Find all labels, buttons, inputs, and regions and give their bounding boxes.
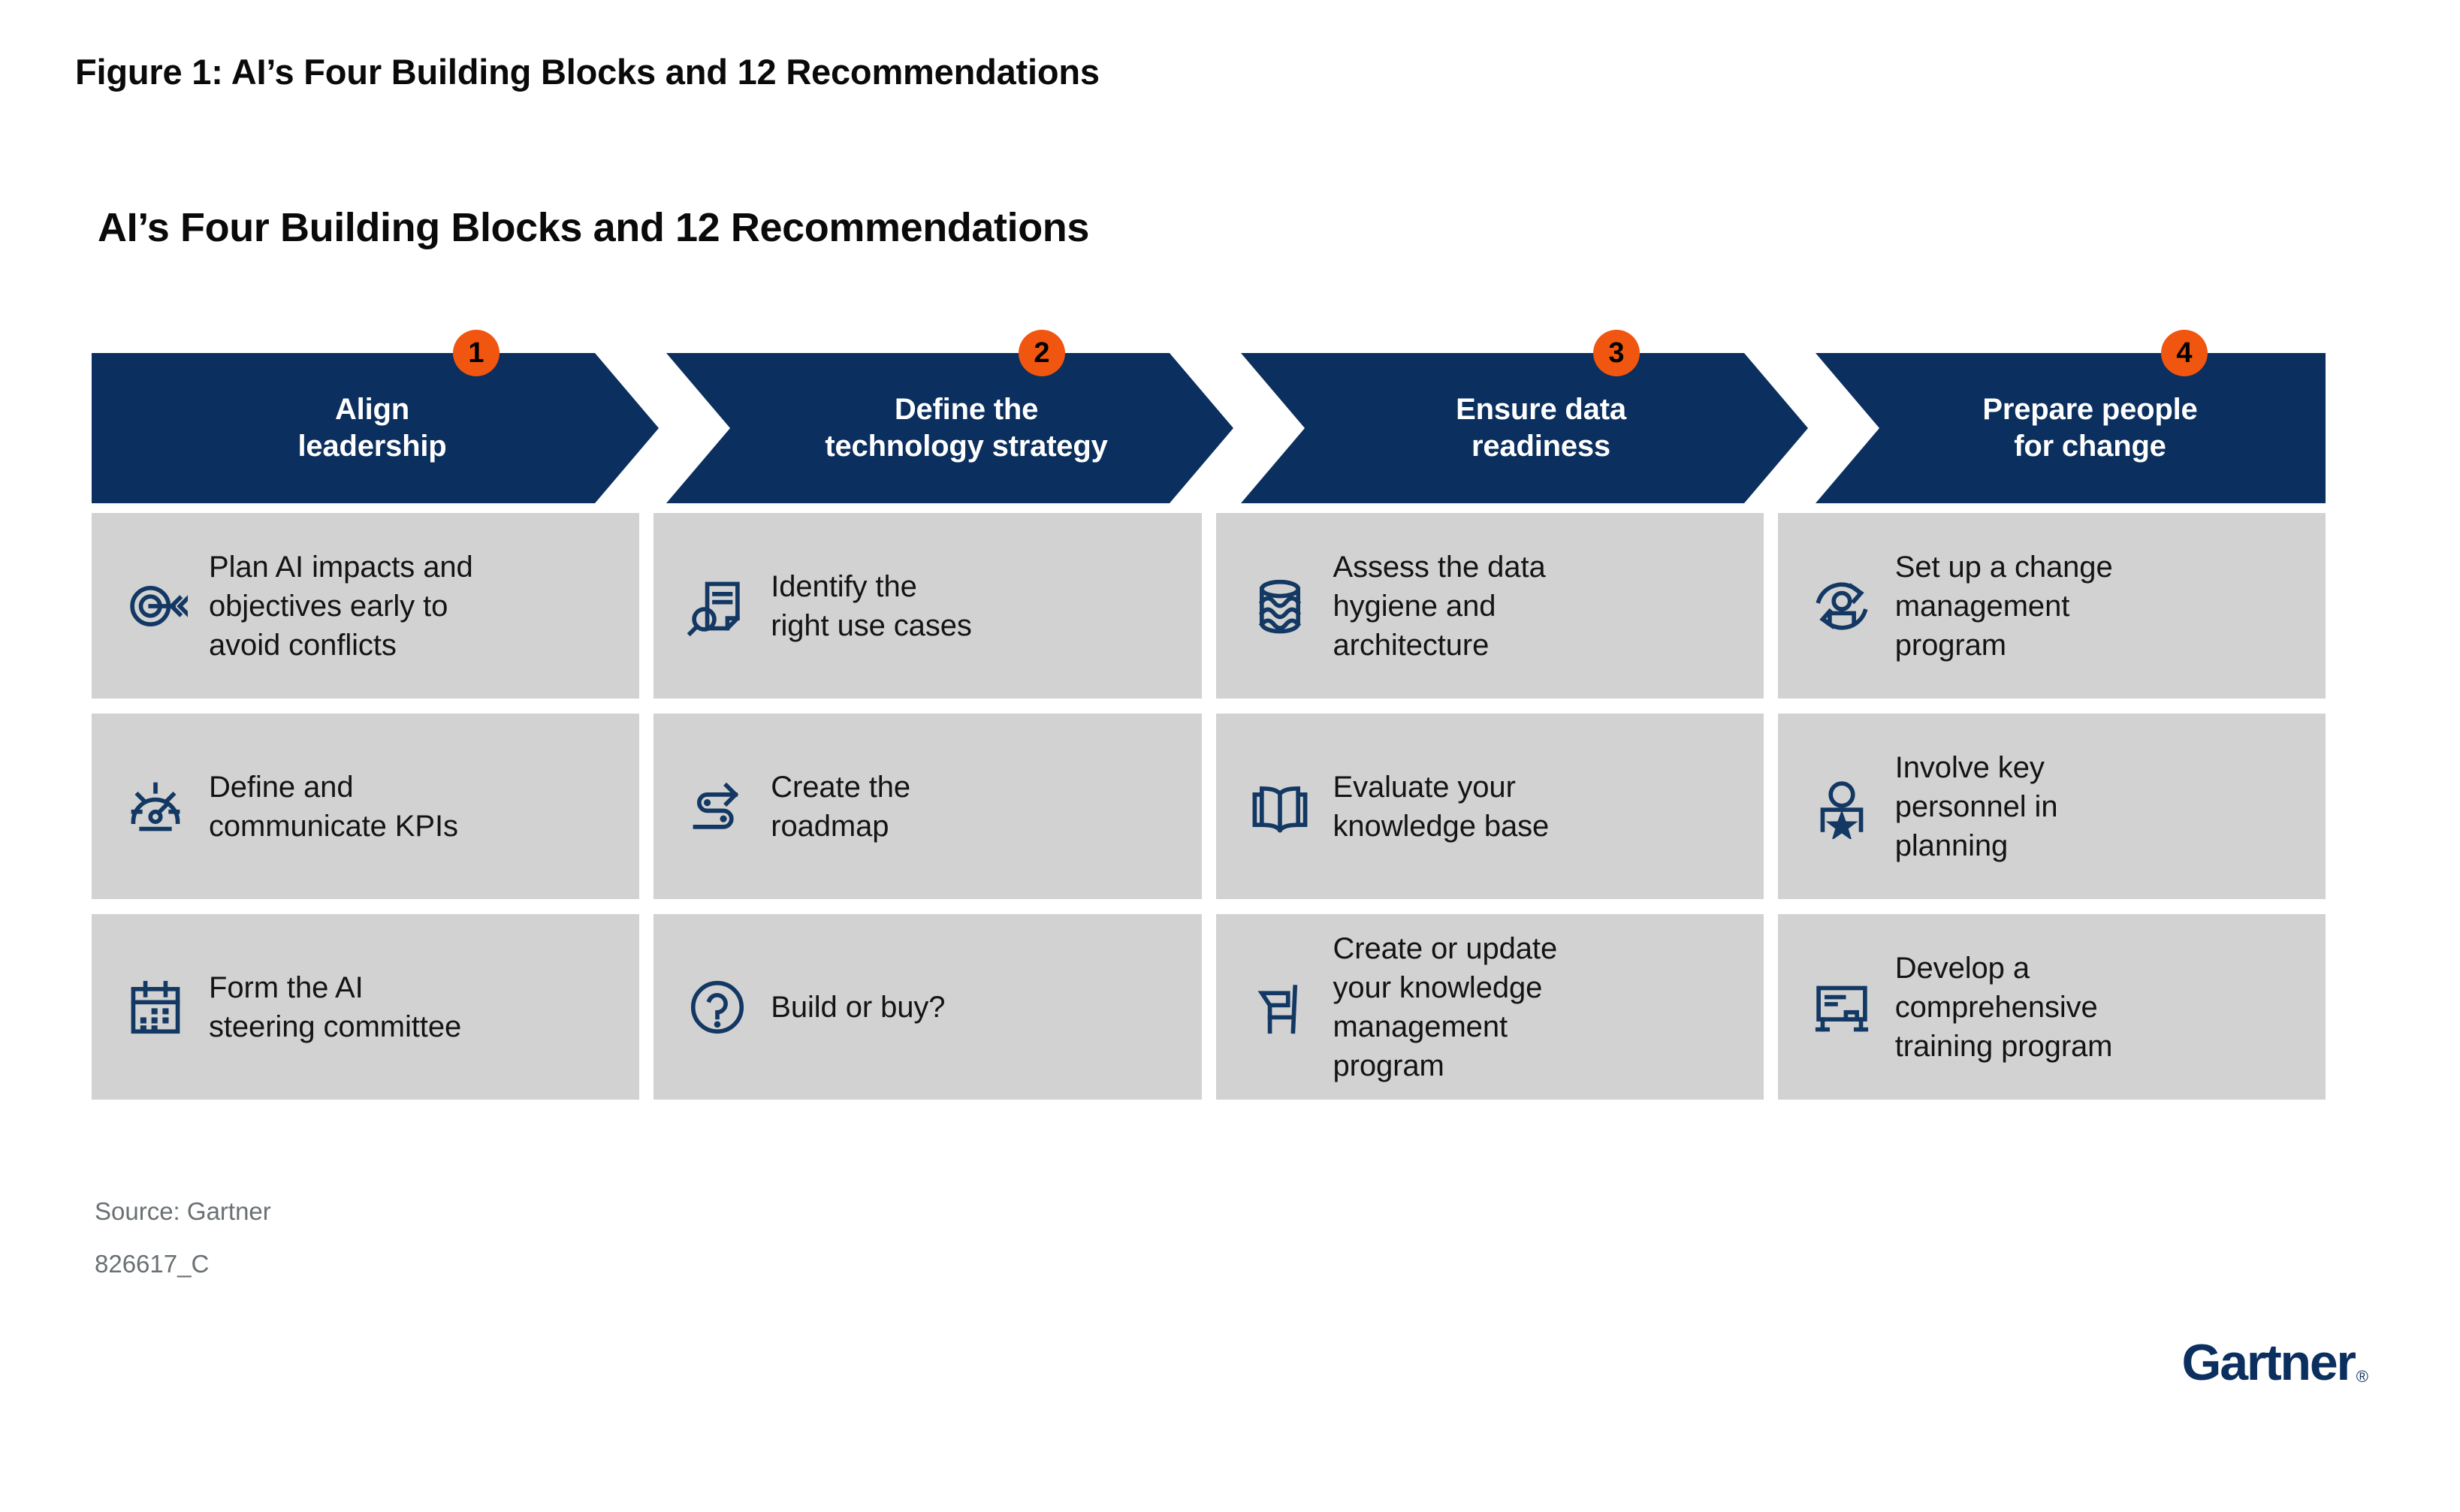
- figure-body: Align leadership Define the technology s…: [92, 330, 2326, 1159]
- recommendation-card[interactable]: Define and communicate KPIs: [92, 714, 640, 899]
- lectern-icon: [1248, 975, 1312, 1040]
- presentation-board-icon: [1810, 975, 1874, 1040]
- recommendation-card[interactable]: Build or buy?: [653, 914, 1202, 1100]
- recommendation-card[interactable]: Plan AI impacts and objectives early to …: [92, 513, 640, 699]
- recommendation-card[interactable]: Identify the right use cases: [653, 513, 1202, 699]
- banner-segment-3[interactable]: Ensure data readiness: [1241, 353, 1808, 503]
- step-number-badge-4: 4: [2161, 330, 2208, 376]
- recommendation-text: Assess the data hygiene and architecture: [1333, 550, 1546, 662]
- recommendation-text: Define and communicate KPIs: [209, 770, 458, 843]
- recommendation-card[interactable]: Form the AI steering committee: [92, 914, 640, 1100]
- step-number-badge-1: 1: [453, 330, 500, 376]
- target-arrow-icon: [123, 574, 188, 638]
- recommendation-text: Build or buy?: [771, 990, 946, 1024]
- banner-segment-4[interactable]: Prepare people for change: [1816, 353, 2326, 503]
- recommendation-card[interactable]: Involve key personnel in planning: [1777, 714, 2326, 899]
- recommendation-text: Involve key personnel in planning: [1894, 750, 2058, 862]
- banner-label-1: Align leadership: [297, 393, 447, 463]
- step-number-badge-3: 3: [1593, 330, 1640, 376]
- question-circle-icon: [685, 975, 750, 1040]
- recommendation-text: Develop a comprehensive training program: [1894, 951, 2113, 1063]
- figure-id: 826617_C: [95, 1250, 210, 1278]
- recommendation-text: Plan AI impacts and objectives early to …: [209, 550, 473, 662]
- person-refresh-icon: [1810, 574, 1874, 638]
- document-search-icon: [685, 574, 750, 638]
- banner-label-2: Define the technology strategy: [825, 393, 1108, 463]
- banner-segment-2[interactable]: Define the technology strategy: [666, 353, 1233, 503]
- recommendation-card[interactable]: Evaluate your knowledge base: [1215, 714, 1764, 899]
- recommendation-card[interactable]: Create or update your knowledge manageme…: [1215, 914, 1764, 1100]
- recommendation-text: Form the AI steering committee: [209, 970, 462, 1043]
- banner-label-3: Ensure data readiness: [1456, 393, 1626, 463]
- recommendation-text: Identify the right use cases: [771, 569, 972, 642]
- database-waves-icon: [1248, 574, 1312, 638]
- open-book-icon: [1248, 774, 1312, 839]
- recommendation-text: Set up a change management program: [1894, 550, 2113, 662]
- winding-road-arrow-icon: [685, 774, 750, 839]
- step-number-badge-2: 2: [1019, 330, 1065, 376]
- person-star-icon: [1810, 774, 1874, 839]
- source-note: Source: Gartner: [95, 1197, 271, 1225]
- chart-title: AI’s Four Building Blocks and 12 Recomme…: [98, 205, 1090, 250]
- recommendation-card[interactable]: Set up a change management program: [1777, 513, 2326, 699]
- recommendation-text: Evaluate your knowledge base: [1333, 770, 1550, 843]
- building-blocks-banner: Align leadership Define the technology s…: [92, 330, 2326, 503]
- recommendation-card[interactable]: Create the roadmap: [653, 714, 1202, 899]
- gartner-logo: Gartner ®: [2182, 1337, 2368, 1388]
- banner-segment-1[interactable]: Align leadership: [92, 353, 659, 503]
- recommendation-card[interactable]: Assess the data hygiene and architecture: [1215, 513, 1764, 699]
- banner-label-4: Prepare people for change: [1982, 393, 2198, 463]
- gauge-icon: [123, 774, 188, 839]
- recommendation-text: Create the roadmap: [771, 770, 911, 843]
- recommendation-card[interactable]: Develop a comprehensive training program: [1777, 914, 2326, 1100]
- figure-caption: Figure 1: AI’s Four Building Blocks and …: [75, 52, 1100, 92]
- calendar-icon: [123, 975, 188, 1040]
- gartner-logo-wordmark: Gartner: [2181, 1334, 2356, 1391]
- recommendation-text: Create or update your knowledge manageme…: [1333, 931, 1558, 1082]
- registered-trademark-icon: ®: [2356, 1367, 2368, 1386]
- recommendation-grid: Plan AI impacts and objectives early to …: [92, 513, 2326, 1159]
